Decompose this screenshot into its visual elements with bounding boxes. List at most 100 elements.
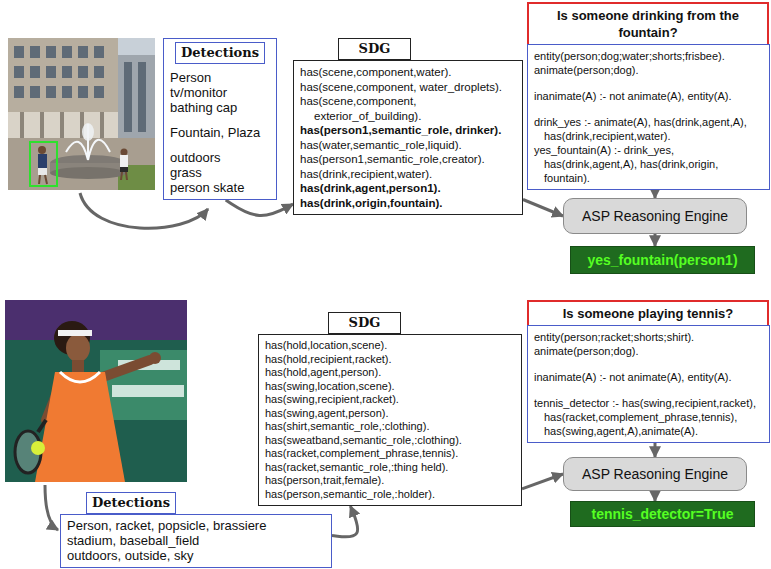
answer-text: tennis_detector=True bbox=[592, 506, 734, 522]
building-windows bbox=[94, 46, 104, 58]
person-standing bbox=[120, 167, 128, 172]
reasoning-engine-box: ASP Reasoning Engine bbox=[563, 457, 747, 491]
asp-rules-box: entity(person;dog;water;shorts;frisbee).… bbox=[527, 44, 770, 190]
flow-arrow bbox=[332, 506, 358, 537]
detection-bbox bbox=[30, 142, 57, 186]
sdg-fact: has(drink,agent,person1). bbox=[300, 181, 516, 196]
sdg-fact: has(scene,component, exterior_of_buildin… bbox=[300, 94, 516, 123]
fountain-photo bbox=[82, 123, 94, 141]
detection-label: Fountain, Plaza bbox=[170, 125, 270, 140]
reasoning-engine-box: ASP Reasoning Engine bbox=[563, 198, 747, 234]
building-columns bbox=[20, 112, 24, 140]
sdg-fact: has(swing,agent,person). bbox=[265, 407, 515, 421]
building-windows bbox=[46, 66, 56, 78]
flow-arrow bbox=[654, 234, 657, 246]
asp-rule: animate(person;dog). bbox=[534, 63, 763, 77]
tennis-photo bbox=[58, 330, 92, 336]
question-text: Is someone playing tennis? bbox=[533, 305, 763, 322]
sdg-fact: has(racket,semantic_role,:thing held). bbox=[265, 461, 515, 475]
fountain-water bbox=[66, 142, 88, 160]
building-windows bbox=[30, 66, 40, 78]
detection-label: Person, racket, popsicle, brassiere bbox=[67, 518, 325, 533]
fountain-photo bbox=[118, 55, 155, 140]
person-standing bbox=[121, 172, 122, 180]
building-windows bbox=[30, 86, 40, 98]
fountain-photo bbox=[50, 167, 126, 179]
asp-rule: entity(person;dog;water;shorts;frisbee). bbox=[534, 49, 763, 63]
asp-rule: drink_yes :- animate(A), has(drink,agent… bbox=[534, 115, 763, 143]
building-columns bbox=[20, 112, 104, 140]
tennis-photo bbox=[66, 334, 90, 362]
section-heading: Detections bbox=[175, 42, 265, 64]
tennis-photo bbox=[38, 420, 46, 432]
tennis-photo bbox=[31, 441, 45, 455]
detection-label: tv/monitor bbox=[170, 85, 270, 100]
person-standing bbox=[121, 149, 128, 156]
detection-label: grass bbox=[170, 165, 270, 180]
building-columns bbox=[60, 112, 64, 140]
sdg-fact: has(person,semantic_role,:holder). bbox=[265, 488, 515, 502]
sdg-fact: has(hold,agent,person). bbox=[265, 366, 515, 380]
asp-rule: inanimate(A) :- not animate(A), entity(A… bbox=[534, 370, 763, 384]
tennis-photo bbox=[60, 372, 100, 382]
tennis-photo bbox=[5, 300, 187, 340]
detection-label: outdoors bbox=[170, 150, 270, 165]
fountain-water bbox=[66, 124, 110, 160]
sdg-fact: has(hold,location,scene). bbox=[265, 339, 515, 353]
building-windows bbox=[14, 86, 24, 98]
person-drinking bbox=[38, 168, 47, 175]
sdg-fact: has(person1,semantic_role,creator). bbox=[300, 152, 516, 167]
sdg-fact: has(hold,recipient,racket). bbox=[265, 353, 515, 367]
tennis-photo bbox=[100, 350, 187, 420]
sdg-fact: has(swing,recipient,racket). bbox=[265, 393, 515, 407]
sdg-box: SDGhas(scene,component,water).has(scene,… bbox=[293, 60, 523, 215]
photo-to-detections-arrow bbox=[45, 193, 208, 530]
building-windows bbox=[78, 46, 88, 58]
tennis-photo bbox=[112, 385, 184, 397]
building-windows bbox=[62, 46, 72, 58]
detection-label: outdoors, outside, sky bbox=[67, 548, 325, 563]
question-box: Is someone drinking from the fountain? bbox=[527, 2, 769, 46]
sdg-box: SDGhas(hold,location,scene).has(hold,rec… bbox=[258, 334, 522, 506]
flow-arrow bbox=[654, 190, 657, 198]
tennis-photo bbox=[72, 360, 84, 372]
sdg-fact: has(drink,recipient,water). bbox=[300, 167, 516, 182]
person-drinking bbox=[38, 146, 47, 184]
fountain-photo bbox=[8, 38, 155, 190]
building-windows bbox=[46, 46, 56, 58]
person-drinking bbox=[38, 154, 47, 168]
detection-label: bathing cap bbox=[170, 100, 270, 115]
section-heading: SDG bbox=[328, 312, 401, 334]
building-windows bbox=[46, 86, 56, 98]
building-windows bbox=[78, 66, 88, 78]
asp-rule: inanimate(A) :- not animate(A), entity(A… bbox=[534, 89, 763, 103]
asp-rule: entity(person;racket;shorts;shirt). bbox=[534, 330, 763, 344]
fountain-photo bbox=[118, 165, 155, 190]
person-standing bbox=[120, 149, 128, 181]
detection-label: Person bbox=[170, 70, 270, 85]
detections-box: DetectionsPerson, racket, popsicle, bras… bbox=[60, 514, 332, 568]
person-drinking bbox=[45, 175, 47, 184]
building-windows bbox=[124, 62, 132, 132]
tennis-photo bbox=[35, 372, 125, 482]
section-heading: SDG bbox=[338, 38, 411, 60]
flow-arrow bbox=[654, 443, 657, 457]
asp-rule: tennis_detector :- has(swing,recipient,r… bbox=[534, 396, 763, 438]
sdg-fact: has(scene,component,water). bbox=[300, 65, 516, 80]
question-box: Is someone playing tennis? bbox=[527, 300, 769, 327]
section-heading: Detections bbox=[86, 492, 176, 514]
building-windows bbox=[62, 86, 72, 98]
sdg-fact: has(swing,location,scene). bbox=[265, 380, 515, 394]
building-windows bbox=[138, 62, 146, 132]
asp-rule: animate(person;dog). bbox=[534, 344, 763, 358]
sdg-fact: has(person,trait,female). bbox=[265, 474, 515, 488]
detections-box: DetectionsPersontv/monitorbathing capFou… bbox=[163, 38, 277, 200]
detection-label: person skate bbox=[170, 180, 270, 195]
building-windows bbox=[30, 46, 40, 58]
flow-arrow bbox=[522, 474, 563, 489]
person-drinking bbox=[38, 146, 46, 154]
sdg-fact: has(person1,semantic_role, drinker). bbox=[300, 123, 516, 138]
building-windows bbox=[78, 86, 88, 98]
tennis-photo bbox=[100, 360, 150, 378]
